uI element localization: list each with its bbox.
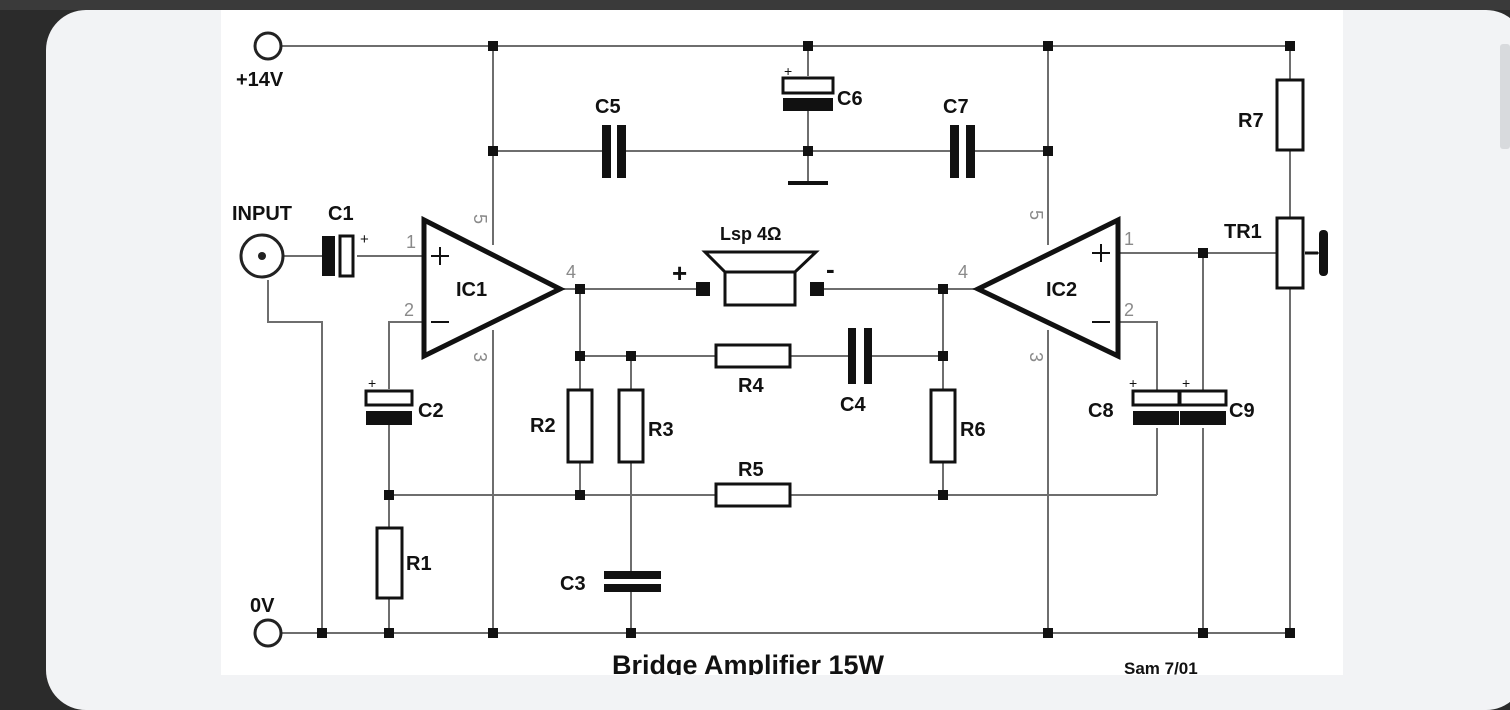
trimmer-tr1 bbox=[1275, 216, 1305, 290]
label-r6: R6 bbox=[960, 419, 986, 441]
svg-text:+: + bbox=[1129, 375, 1137, 391]
terminals bbox=[239, 31, 285, 648]
label-c9: C9 bbox=[1229, 400, 1255, 422]
resistor-r5 bbox=[714, 482, 792, 508]
resistor-r3 bbox=[617, 388, 645, 464]
label-c8: C8 bbox=[1088, 400, 1114, 422]
label-r7: R7 bbox=[1238, 110, 1264, 132]
label-ic1: IC1 bbox=[456, 279, 487, 301]
junctions bbox=[317, 41, 1295, 638]
ic1-pin5: 5 bbox=[470, 214, 490, 224]
label-lsp-plus: + bbox=[672, 258, 687, 288]
label-lsp: Lsp 4Ω bbox=[720, 224, 781, 244]
resistor-r1 bbox=[375, 526, 404, 600]
label-input: INPUT bbox=[232, 203, 292, 225]
capacitor-c5 bbox=[602, 125, 626, 178]
capacitor-c6: + bbox=[781, 63, 835, 185]
label-c7: C7 bbox=[943, 96, 969, 118]
resistor-r6 bbox=[929, 388, 957, 464]
resistor-r4 bbox=[714, 343, 792, 369]
tr1-wiper bbox=[1305, 230, 1328, 276]
ic2-pin5: 5 bbox=[1026, 210, 1046, 220]
ic2-pin2: 2 bbox=[1124, 300, 1134, 320]
ic2-pin4: 4 bbox=[958, 262, 968, 282]
capacitor-c2: + bbox=[364, 375, 414, 425]
diagram-signature: Sam 7/01 bbox=[1124, 659, 1198, 675]
wires bbox=[267, 45, 1322, 634]
amplifier-ic2 bbox=[972, 215, 1121, 360]
capacitor-c9: + bbox=[1178, 375, 1228, 425]
top-bar bbox=[0, 0, 1510, 10]
label-c4: C4 bbox=[840, 394, 866, 416]
label-c3: C3 bbox=[560, 573, 586, 595]
diagram-title: Bridge Amplifier 15W bbox=[612, 650, 885, 675]
label-lsp-minus: - bbox=[826, 254, 835, 284]
label-0v: 0V bbox=[250, 595, 275, 617]
svg-text:+: + bbox=[368, 375, 376, 391]
label-c6: C6 bbox=[837, 88, 863, 110]
label-tr1: TR1 bbox=[1224, 221, 1262, 243]
svg-text:+: + bbox=[784, 63, 792, 79]
label-plus14v: +14V bbox=[236, 69, 284, 91]
resistor-r7 bbox=[1275, 78, 1305, 152]
capacitor-c4 bbox=[848, 328, 872, 384]
schematic-panel: + + + + + bbox=[221, 10, 1343, 680]
label-r4: R4 bbox=[738, 375, 764, 397]
label-c2: C2 bbox=[418, 400, 444, 422]
ic1-pin2: 2 bbox=[404, 300, 414, 320]
terminal-0v bbox=[253, 618, 283, 648]
label-ic2: IC2 bbox=[1046, 279, 1077, 301]
terminal-plus14v bbox=[253, 31, 283, 61]
resistors bbox=[375, 78, 1305, 600]
ic1-pin1: 1 bbox=[406, 232, 416, 252]
label-c1: C1 bbox=[328, 203, 354, 225]
loudspeaker bbox=[696, 250, 824, 307]
label-r2: R2 bbox=[530, 415, 556, 437]
svg-text:+: + bbox=[360, 231, 369, 248]
label-r3: R3 bbox=[648, 419, 674, 441]
resistor-r2 bbox=[566, 388, 594, 464]
label-r5: R5 bbox=[738, 459, 764, 481]
label-r1: R1 bbox=[406, 553, 432, 575]
capacitor-c7 bbox=[950, 125, 975, 178]
capacitor-c1: + bbox=[322, 231, 369, 278]
ic1-pin3: 3 bbox=[470, 352, 490, 362]
input-jack bbox=[239, 233, 285, 279]
ic2-pin3: 3 bbox=[1026, 352, 1046, 362]
label-c5: C5 bbox=[595, 96, 621, 118]
ic1-pin4: 4 bbox=[566, 262, 576, 282]
scrollbar-thumb[interactable] bbox=[1500, 44, 1510, 149]
amplifier-ic1 bbox=[421, 215, 566, 361]
capacitor-c3 bbox=[604, 571, 661, 592]
capacitor-c8: + bbox=[1129, 375, 1181, 425]
svg-text:+: + bbox=[1182, 375, 1190, 391]
circuit-diagram: + + + + + bbox=[221, 10, 1343, 680]
ic2-pin1: 1 bbox=[1124, 229, 1134, 249]
